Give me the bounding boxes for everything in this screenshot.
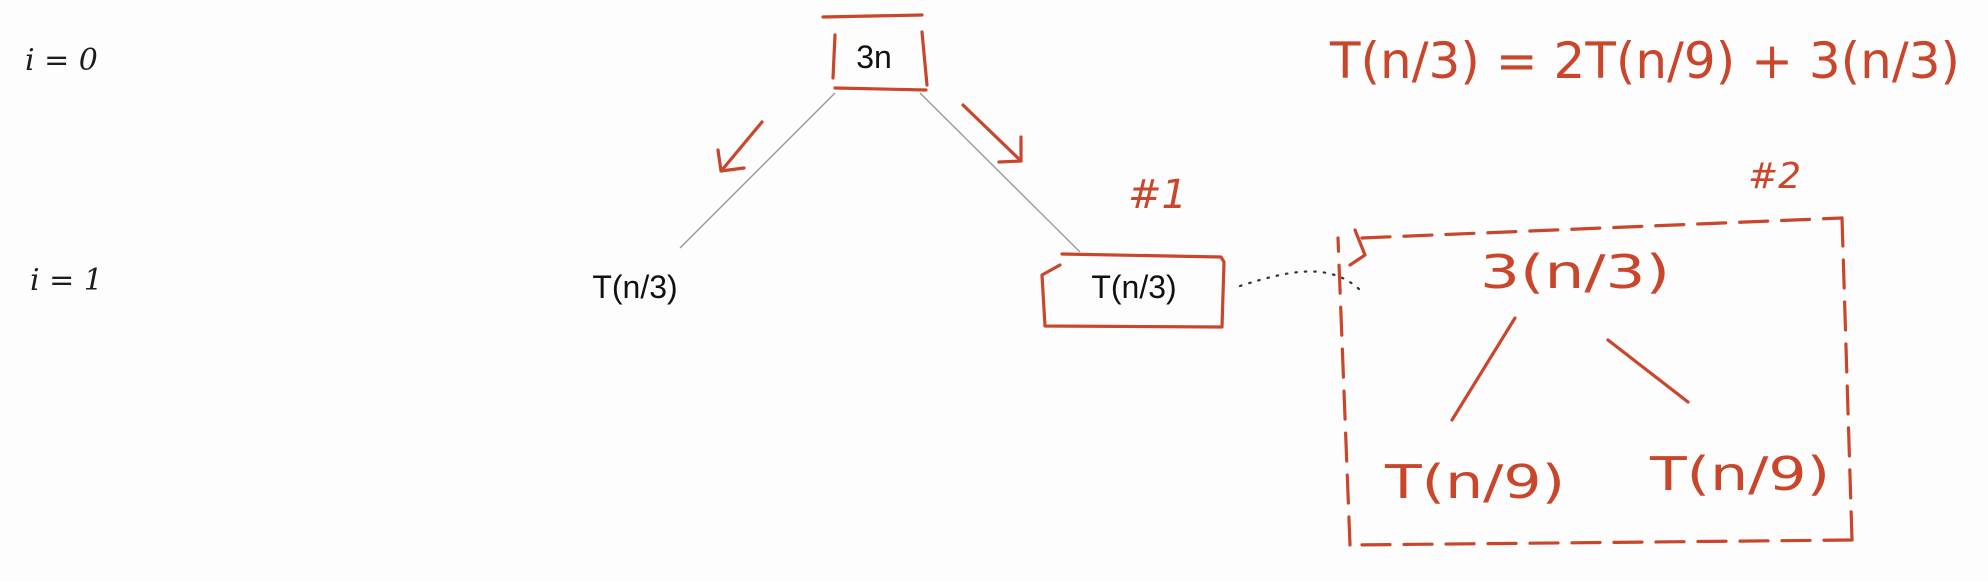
expansion-box-top	[1360, 216, 1844, 240]
root-box-top	[821, 13, 924, 19]
dotted-connector	[1238, 270, 1362, 292]
root-box-left	[831, 33, 837, 80]
subtree-edge-right	[1606, 338, 1690, 404]
expansion-box-left	[1336, 236, 1352, 547]
dashed-arrowhead-icon	[1348, 228, 1367, 267]
equation-text: T(n/3) = 2T(n/9) + 3(n/3)	[1329, 32, 1960, 90]
level-label-0: i = 0	[25, 43, 98, 78]
root-box-bottom	[833, 86, 928, 92]
marker-2-label: #2	[1748, 156, 1801, 197]
arrow-left-icon	[716, 120, 764, 173]
edge-root-left	[679, 92, 836, 249]
root-node: 3n	[821, 13, 929, 92]
expansion-box-bottom	[1348, 538, 1854, 547]
right-child-label: T(n/3)	[1091, 269, 1176, 305]
marker-1-label: #1	[1128, 172, 1187, 218]
subtree-root-label: 3(n/3)	[1480, 245, 1670, 299]
root-label: 3n	[856, 39, 892, 75]
subtree-right-label: T(n/9)	[1649, 447, 1830, 501]
arrow-right-icon	[961, 103, 1023, 164]
edge-root-right	[919, 92, 1081, 253]
left-child-label: T(n/3)	[592, 269, 677, 305]
expansion-box	[1336, 216, 1854, 547]
subtree-left-label: T(n/9)	[1384, 455, 1565, 509]
marker-1: #1	[1128, 172, 1187, 218]
right-child-box	[1040, 252, 1226, 329]
level-label-1: i = 1	[30, 263, 103, 298]
subtree-edge-left	[1450, 316, 1517, 422]
right-child-node: T(n/3)	[1040, 252, 1226, 329]
root-box-right	[920, 30, 929, 87]
expansion-box-right	[1840, 216, 1854, 542]
